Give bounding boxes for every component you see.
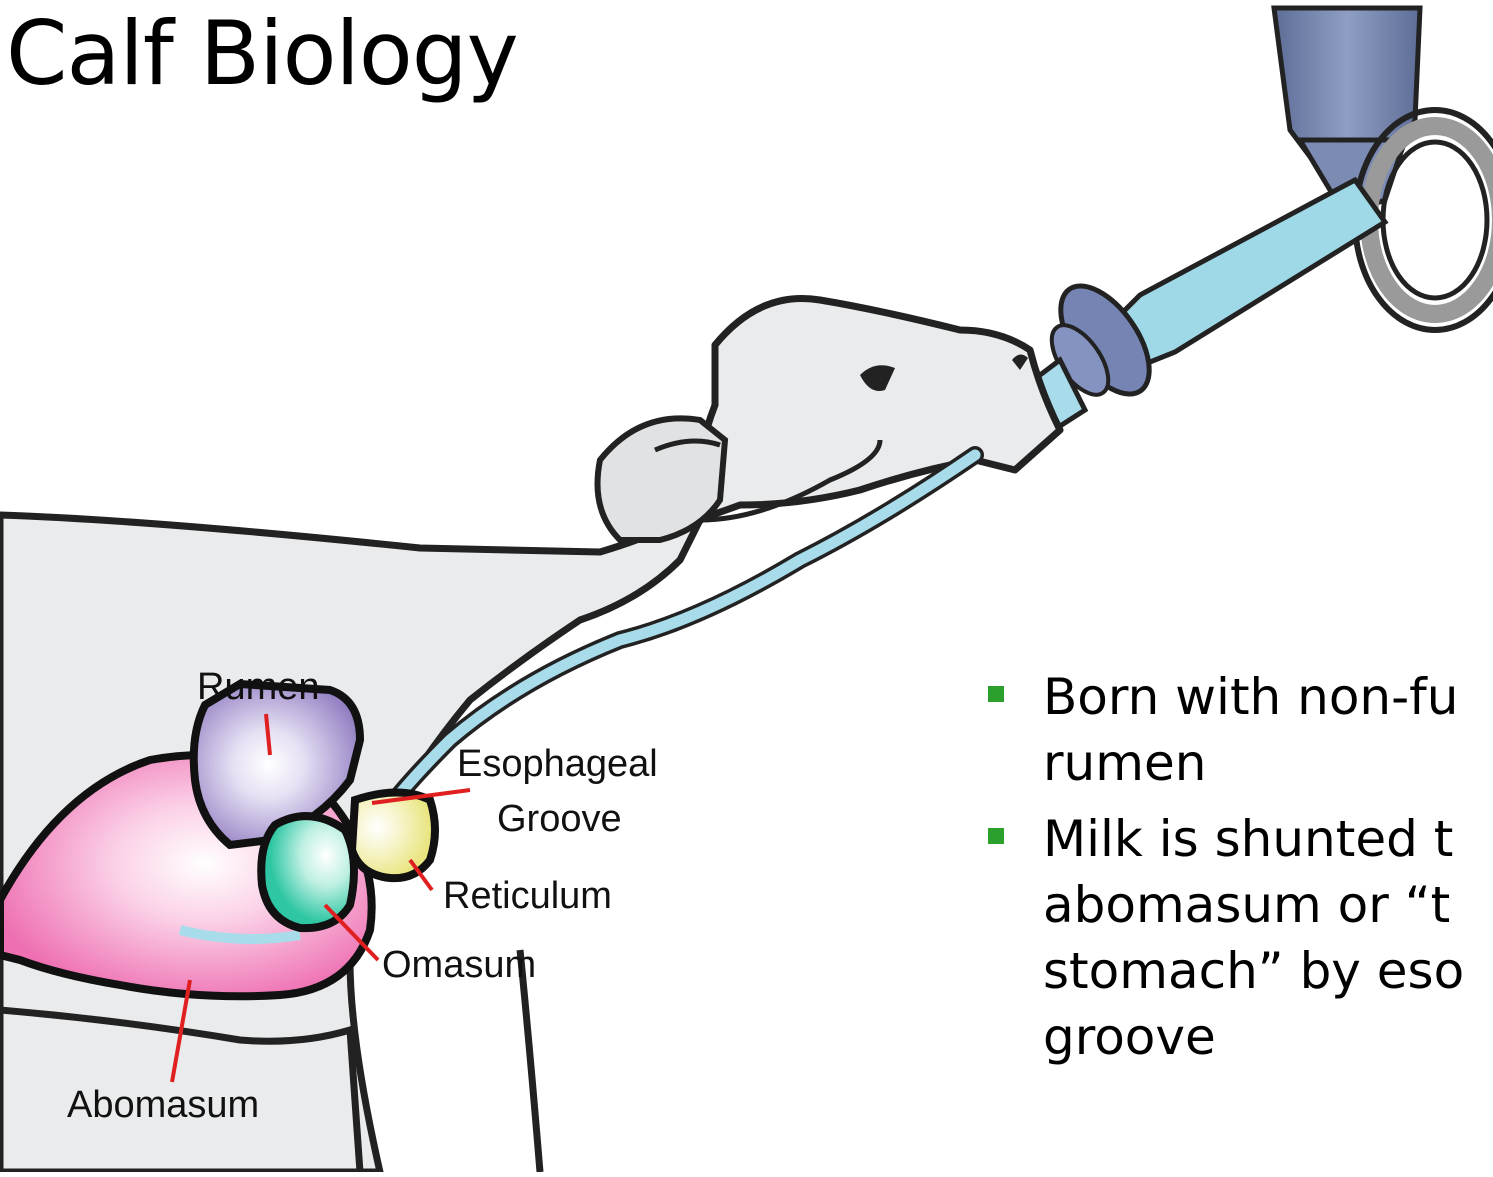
bullet-item: Milk is shunted t abomasum or “t stomach… (988, 806, 1493, 1070)
bullet-square-icon (988, 828, 1004, 844)
bullet-text: Milk is shunted t (1043, 806, 1493, 872)
calf-body (0, 298, 1060, 1172)
bullet-list: Born with non-fu rumen Milk is shunted t… (988, 664, 1493, 1080)
label-abomasum: Abomasum (67, 1086, 259, 1124)
reticulum-organ (352, 793, 435, 879)
bullet-text: rumen (1043, 730, 1493, 796)
label-esophageal: Esophageal (457, 745, 658, 783)
bullet-text: abomasum or “t (1043, 872, 1493, 938)
label-omasum: Omasum (382, 946, 536, 984)
label-reticulum: Reticulum (443, 877, 612, 915)
bullet-text: stomach” by eso (1043, 938, 1493, 1004)
slide-title: Calf Biology (6, 6, 518, 103)
bullet-square-icon (988, 686, 1004, 702)
bottle (1274, 8, 1493, 330)
label-groove: Groove (497, 800, 622, 838)
bullet-item: Born with non-fu rumen (988, 664, 1493, 796)
omasum-organ (261, 816, 354, 928)
bullet-text: Born with non-fu (1043, 664, 1493, 730)
label-rumen: Rumen (197, 668, 320, 706)
bullet-text: groove (1043, 1004, 1493, 1070)
